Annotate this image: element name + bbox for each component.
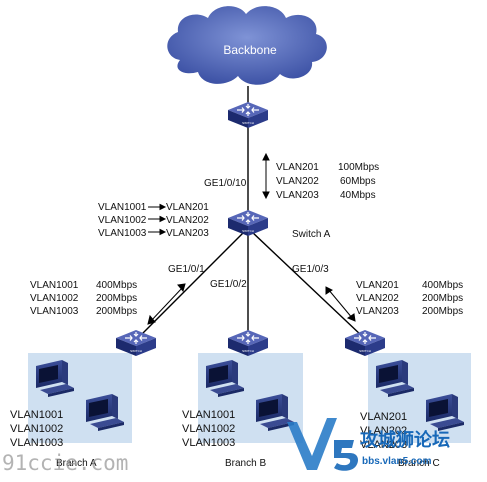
branch-c-vlan-2: VLAN202 — [360, 425, 407, 437]
svg-text:SWITCH: SWITCH — [130, 349, 142, 353]
link-switch-a-branch-c — [251, 231, 363, 337]
branch-a-vlan-1: VLAN1001 — [10, 409, 63, 421]
uplink-vlan-2: VLAN202 — [276, 176, 319, 187]
mapping-from-1: VLAN1001 — [98, 202, 147, 213]
branch-b-name: Branch B — [225, 458, 266, 469]
uplink-rate-2: 60Mbps — [340, 176, 376, 187]
switch-a-icon: SWITCH — [227, 209, 269, 237]
branch-c-rate-3: 200Mbps — [422, 306, 463, 317]
branch-a-rate-3: 200Mbps — [96, 306, 137, 317]
cloud-label: Backbone — [223, 43, 277, 57]
branch-c-rate-vlan-2: VLAN202 — [356, 293, 399, 304]
mapping-to-2: VLAN202 — [166, 215, 209, 226]
uplink-rate-1: 100Mbps — [338, 162, 379, 173]
mapping-arrows — [148, 203, 167, 236]
branch-a-rate-vlan-3: VLAN1003 — [30, 306, 79, 317]
uplink-vlan-3: VLAN203 — [276, 190, 319, 201]
backbone-cloud: Backbone — [167, 6, 327, 85]
uplink-rate-3: 40Mbps — [340, 190, 376, 201]
branch-a-name: Branch A — [56, 458, 97, 469]
watermark-right-title: 攻城狮论坛 — [360, 429, 450, 450]
svg-text:SWITCH: SWITCH — [242, 349, 254, 353]
direction-arrows — [147, 152, 356, 325]
branch-a-vlan-3: VLAN1003 — [10, 437, 63, 449]
watermark-right-url: bbs.vlan5.com — [362, 456, 432, 467]
branch-c-rate-1: 400Mbps — [422, 280, 463, 291]
branch-b-vlan-1: VLAN1001 — [182, 409, 235, 421]
svg-text:SWITCH: SWITCH — [242, 121, 254, 125]
branch-c-rate-2: 200Mbps — [422, 293, 463, 304]
branch-c-rate-vlan-1: VLAN201 — [356, 280, 399, 291]
backbone-router: SWITCH — [227, 101, 269, 129]
branch-a-vlan-2: VLAN1002 — [10, 423, 63, 435]
uplink-vlan-1: VLAN201 — [276, 162, 319, 173]
mapping-to-1: VLAN201 — [166, 202, 209, 213]
svg-text:SWITCH: SWITCH — [359, 349, 371, 353]
links — [139, 86, 363, 337]
branch-b-vlan-2: VLAN1002 — [182, 423, 235, 435]
branch-c-name: Branch C — [398, 458, 440, 469]
branch-a-rate-vlan-1: VLAN1001 — [30, 280, 79, 291]
branch-b-vlan-3: VLAN1003 — [182, 437, 235, 449]
branch-a-rate-vlan-2: VLAN1002 — [30, 293, 79, 304]
cloud-shape — [167, 6, 327, 85]
mapping-from-3: VLAN1003 — [98, 228, 147, 239]
branch-a-port-label: GE1/0/1 — [168, 264, 205, 275]
mapping-to-3: VLAN203 — [166, 228, 209, 239]
branch-c-port-label: GE1/0/3 — [292, 264, 329, 275]
svg-text:SWITCH: SWITCH — [242, 229, 254, 233]
branch-c-vlan-1: VLAN201 — [360, 411, 407, 423]
branch-c-vlan-3: VLAN203 — [360, 439, 407, 451]
branch-a-switch-icon: SWITCH — [115, 329, 157, 357]
mapping-from-2: VLAN1002 — [98, 215, 147, 226]
watermark-right-logo — [287, 418, 358, 471]
uplink-port-label: GE1/0/10 — [204, 178, 247, 189]
branch-a-rate-1: 400Mbps — [96, 280, 137, 291]
link-switch-a-branch-a — [139, 231, 245, 337]
branch-a-rate-2: 200Mbps — [96, 293, 137, 304]
switch-a-label: Switch A — [292, 229, 331, 240]
branch-b-port-label: GE1/0/2 — [210, 279, 247, 290]
watermark-left: 91ccie.com — [2, 451, 128, 475]
branch-c-rate-vlan-3: VLAN203 — [356, 306, 399, 317]
branch-b-switch-icon: SWITCH — [227, 329, 269, 357]
branch-c-switch-icon: SWITCH — [344, 329, 386, 357]
